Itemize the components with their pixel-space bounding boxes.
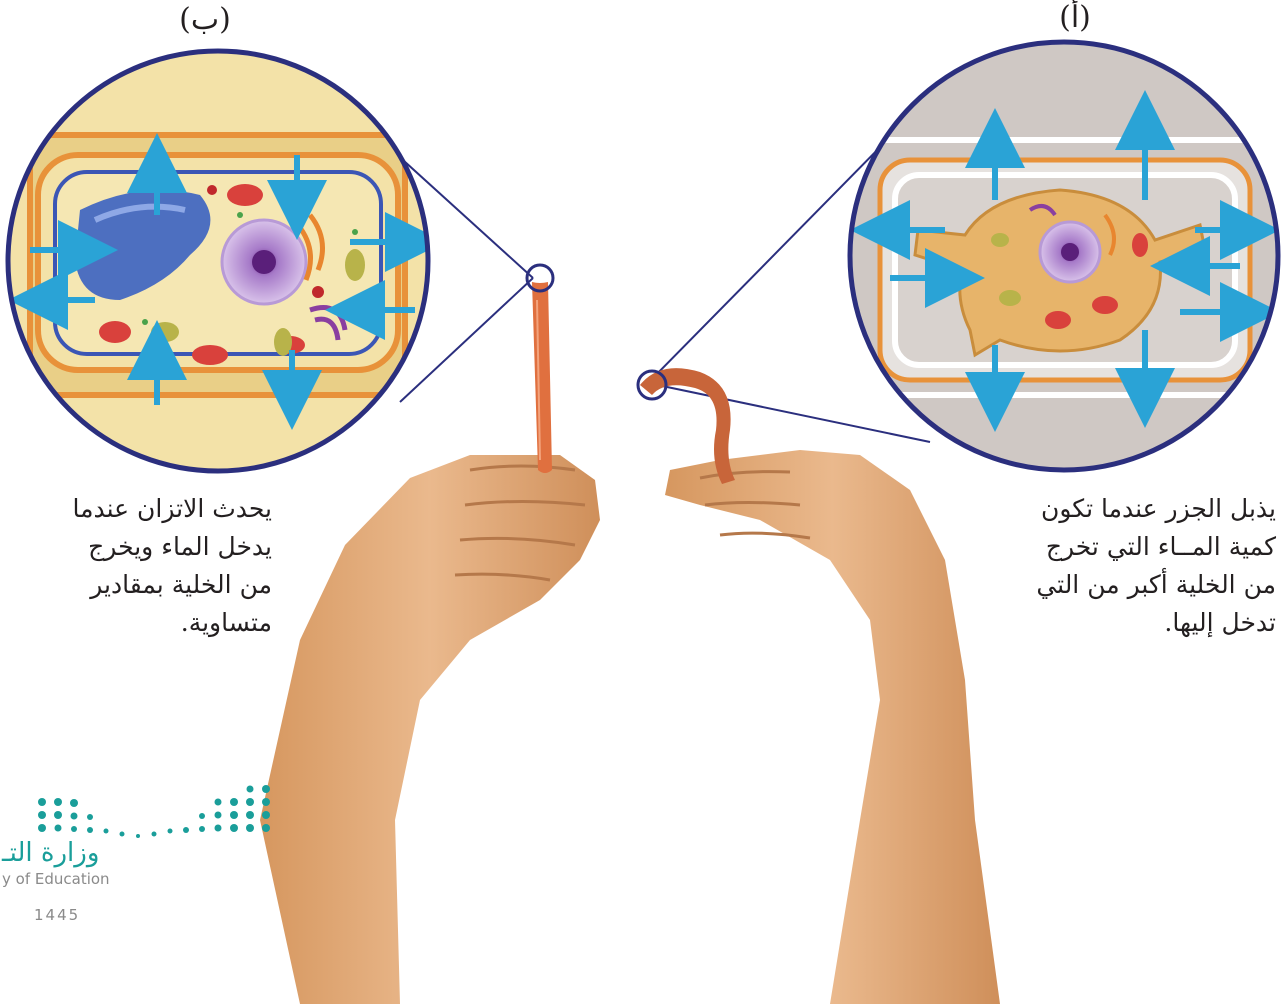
caption-line: من الخلية بمقادير: [32, 566, 272, 604]
ministry-logo-icon: [38, 785, 270, 838]
carrot-wilted: [638, 368, 735, 484]
caption-equilibrium: يحدث الاتزان عندما يدخل الماء ويخرج من ا…: [32, 490, 272, 642]
ministry-name-arabic: وزارة التـ: [2, 838, 99, 868]
caption-line: تدخل إليها.: [1016, 604, 1276, 642]
zoom-lines: [372, 132, 930, 442]
right-hand: [665, 450, 1000, 1004]
caption-wilting: يذبل الجزر عندما تكون كمية المــاء التي …: [1016, 490, 1276, 642]
ministry-year: 1445: [34, 906, 80, 924]
magnified-cell-wilting: [840, 30, 1286, 495]
caption-line: يحدث الاتزان عندما: [32, 490, 272, 528]
caption-line: من الخلية أكبر من التي: [1016, 566, 1276, 604]
caption-line: يدخل الماء ويخرج: [32, 528, 272, 566]
ministry-name-english: y of Education: [2, 870, 110, 888]
caption-line: كمية المــاء التي تخرج: [1016, 528, 1276, 566]
caption-line: متساوية.: [32, 604, 272, 642]
label-b: (ب): [170, 2, 240, 37]
caption-line: يذبل الجزر عندما تكون: [1016, 490, 1276, 528]
left-hand: [260, 455, 600, 1004]
carrot-turgid: [527, 265, 553, 473]
magnified-cell-equilibrium: [0, 40, 495, 490]
label-a: (أ): [1040, 0, 1110, 35]
